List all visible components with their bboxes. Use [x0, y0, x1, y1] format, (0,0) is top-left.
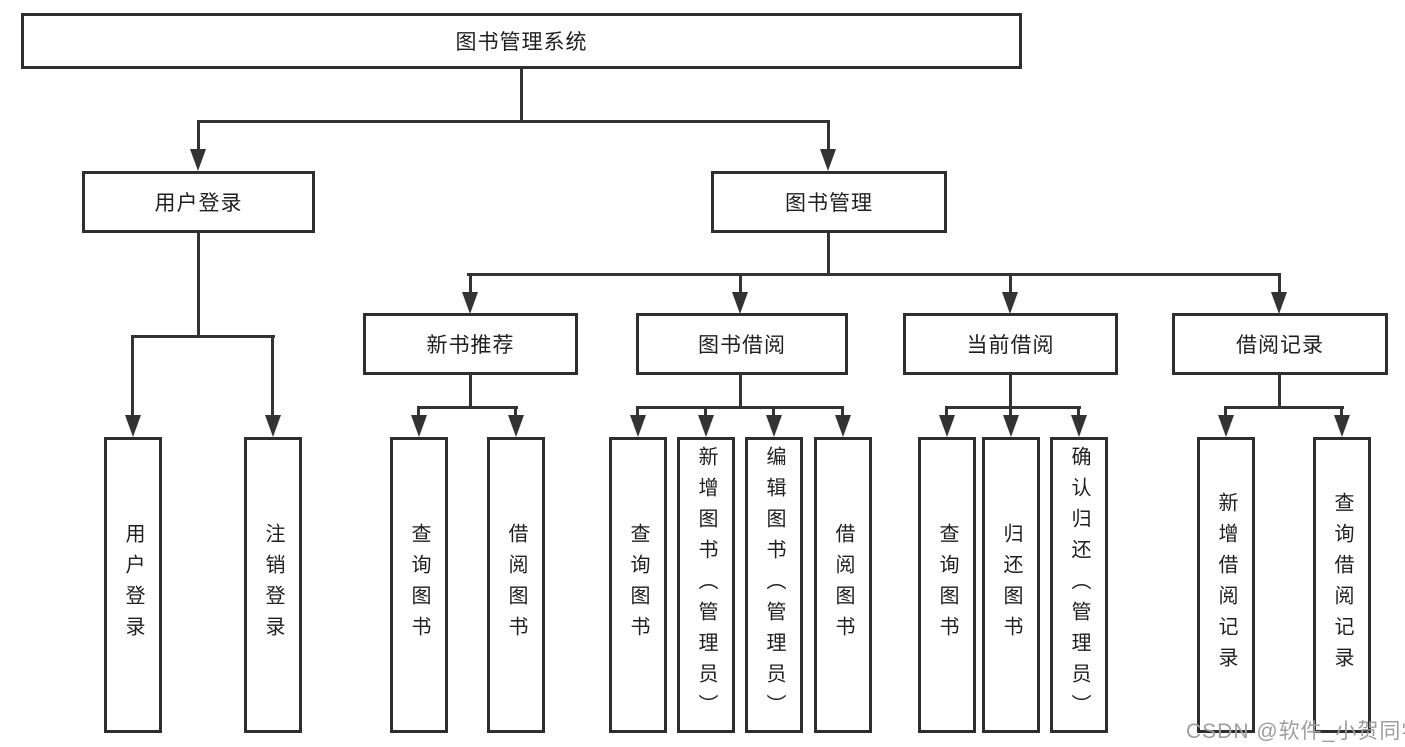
node-current-borrow-label: 当前借阅: [966, 334, 1055, 357]
arrow-down-icon: [820, 149, 836, 171]
leaf-query-book-borrow-label: 查询图书: [627, 523, 649, 647]
connector-line-h: [467, 273, 1281, 276]
node-new-book-recommend-label: 新书推荐: [426, 334, 515, 357]
leaf-query-book-borrow: 查询图书: [609, 437, 667, 733]
arrow-down-icon: [732, 292, 748, 314]
connector-stem: [704, 406, 707, 416]
csdn-watermark: CSDN @软件_小贺同学: [1186, 720, 1405, 743]
leaf-borrow-book-label: 借阅图书: [832, 523, 854, 647]
leaf-logout-label: 注销登录: [262, 523, 284, 647]
arrow-down-icon: [835, 415, 851, 437]
leaf-query-book-recommend: 查询图书: [390, 437, 448, 733]
arrow-down-icon: [125, 415, 141, 437]
connector-stem: [271, 335, 274, 416]
connector-stem: [827, 233, 830, 275]
connector-stem: [1278, 374, 1281, 408]
connector-stem: [772, 406, 775, 416]
arrow-down-icon: [411, 415, 427, 437]
leaf-add-book-admin-label: 新增图书（管理员）: [695, 445, 717, 725]
node-library-system-label: 图书管理系统: [455, 31, 588, 54]
leaf-add-book-admin: 新增图书（管理员）: [677, 437, 735, 733]
arrow-down-icon: [698, 415, 714, 437]
arrow-down-icon: [1003, 415, 1019, 437]
node-borrow-records-label: 借阅记录: [1236, 334, 1324, 357]
connector-stem: [1278, 273, 1281, 293]
arrow-down-icon: [939, 415, 955, 437]
leaf-edit-book-admin-label: 编辑图书（管理员）: [763, 445, 785, 725]
leaf-confirm-return-admin: 确认归还（管理员）: [1050, 437, 1108, 733]
leaf-borrow-book: 借阅图书: [814, 437, 872, 733]
leaf-add-borrow-record: 新增借阅记录: [1197, 437, 1255, 733]
connector-line-h: [131, 335, 275, 338]
node-book-borrow-label: 图书借阅: [698, 334, 786, 357]
leaf-return-book: 归还图书: [982, 437, 1040, 733]
node-new-book-recommend: 新书推荐: [363, 313, 578, 375]
connector-stem: [469, 273, 472, 293]
connector-line-h: [945, 406, 1081, 409]
leaf-query-borrow-record-label: 查询借阅记录: [1331, 492, 1353, 678]
connector-stem: [636, 406, 639, 416]
arrow-down-icon: [265, 415, 281, 437]
connector-stem: [739, 273, 742, 293]
arrow-down-icon: [1071, 415, 1087, 437]
arrow-down-icon: [462, 292, 478, 314]
leaf-borrow-book-recommend: 借阅图书: [487, 437, 545, 733]
connector-stem: [739, 374, 742, 408]
connector-stem: [1009, 273, 1012, 293]
connector-stem: [1009, 374, 1012, 408]
arrow-down-icon: [630, 415, 646, 437]
leaf-user-login-label: 用户登录: [122, 523, 144, 647]
connector-stem: [417, 406, 420, 416]
arrow-down-icon: [766, 415, 782, 437]
connector-line-h: [417, 406, 518, 409]
connector-stem: [1077, 406, 1080, 416]
connector-stem: [827, 120, 830, 150]
leaf-query-book-current: 查询图书: [918, 437, 976, 733]
connector-stem: [945, 406, 948, 416]
leaf-borrow-book-recommend-label: 借阅图书: [505, 523, 527, 647]
connector-stem: [469, 374, 472, 408]
leaf-query-book-recommend-label: 查询图书: [408, 523, 430, 647]
node-current-borrow: 当前借阅: [903, 313, 1118, 375]
node-borrow-records: 借阅记录: [1172, 313, 1388, 375]
connector-stem: [1009, 406, 1012, 416]
arrow-down-icon: [508, 415, 524, 437]
connector-stem: [514, 406, 517, 416]
connector-line-h: [636, 406, 844, 409]
leaf-query-book-current-label: 查询图书: [936, 523, 958, 647]
leaf-add-borrow-record-label: 新增借阅记录: [1215, 492, 1237, 678]
node-user-login-label: 用户登录: [154, 192, 243, 215]
connector-stem: [841, 406, 844, 416]
arrow-down-icon: [1271, 292, 1287, 314]
leaf-return-book-label: 归还图书: [1000, 523, 1022, 647]
leaf-edit-book-admin: 编辑图书（管理员）: [745, 437, 803, 733]
connector-line-h: [1224, 406, 1344, 409]
connector-stem: [1224, 406, 1227, 416]
connector-line-h: [197, 120, 830, 123]
connector-stem: [520, 68, 523, 122]
connector-stem: [197, 120, 200, 150]
node-book-management-label: 图书管理: [785, 192, 873, 215]
node-book-management: 图书管理: [711, 171, 947, 233]
arrow-down-icon: [190, 149, 206, 171]
arrow-down-icon: [1002, 292, 1018, 314]
node-library-system: 图书管理系统: [21, 13, 1022, 69]
arrow-down-icon: [1334, 415, 1350, 437]
node-book-borrow: 图书借阅: [636, 313, 848, 375]
connector-stem: [1340, 406, 1343, 416]
arrow-down-icon: [1218, 415, 1234, 437]
leaf-query-borrow-record: 查询借阅记录: [1313, 437, 1371, 733]
connector-stem: [197, 233, 200, 338]
node-user-login: 用户登录: [82, 171, 315, 233]
leaf-user-login: 用户登录: [104, 437, 162, 733]
connector-stem: [131, 335, 134, 416]
leaf-confirm-return-admin-label: 确认归还（管理员）: [1068, 445, 1090, 725]
leaf-logout: 注销登录: [244, 437, 302, 733]
